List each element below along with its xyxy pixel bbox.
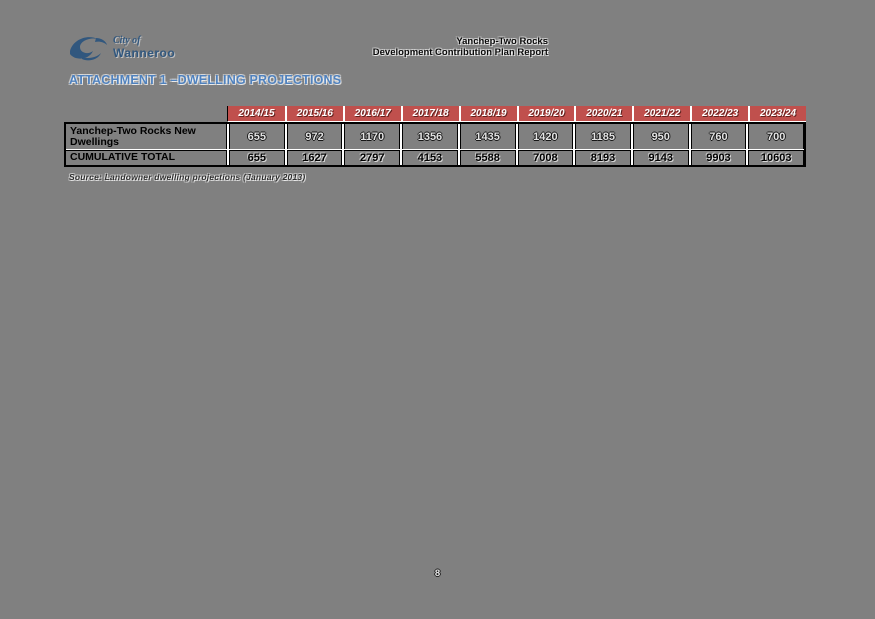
year-header-cell: 2018/19 <box>458 106 517 122</box>
cumulative-total-value-cell: 655 <box>227 149 285 165</box>
table-corner-spacer <box>64 106 227 122</box>
cumulative-total-value-cell: 7008 <box>515 149 574 165</box>
new-dwellings-value-cell: 760 <box>688 124 747 149</box>
year-header-cell: 2019/20 <box>516 106 575 122</box>
logo-city-of: City of <box>113 34 141 46</box>
year-header-cell: 2015/16 <box>284 106 343 122</box>
city-of-wanneroo-logo: City of Wanneroo <box>66 31 175 63</box>
row-label-cell: CUMULATIVE TOTAL <box>66 149 227 165</box>
year-header-cell: 2014/15 <box>227 106 285 122</box>
new-dwellings-value-cell: 1185 <box>573 124 631 149</box>
row-label-cell: Yanchep-Two Rocks New Dwellings <box>66 124 227 149</box>
cumulative-total-value-cell: 4153 <box>400 149 458 165</box>
new-dwellings-value-cell: 950 <box>630 124 689 149</box>
cumulative-total-value-cell: 5588 <box>457 149 516 165</box>
year-header-cell: 2023/24 <box>748 106 806 122</box>
cumulative-total-value-cell: 9903 <box>688 149 747 165</box>
cumulative-total-value-cell: 9143 <box>630 149 689 165</box>
cumulative-total-value-cell: 8193 <box>573 149 631 165</box>
logo-text: City of Wanneroo <box>113 34 176 60</box>
new-dwellings-value-cell: 1435 <box>457 124 516 149</box>
year-header-cell: 2021/22 <box>632 106 691 122</box>
wanneroo-swan-icon <box>70 37 107 61</box>
logo-wanneroo: Wanneroo <box>113 45 176 60</box>
new-dwellings-value-cell: 1170 <box>342 124 400 149</box>
year-header-cell: 2016/17 <box>342 106 401 122</box>
attachment-heading: ATTACHMENT 1 –DWELLING PROJECTIONS <box>69 73 342 87</box>
cumulative-total-value-cell: 2797 <box>342 149 401 165</box>
cumulative-total-value-cell: 1627 <box>284 149 343 165</box>
cumulative-total-value-cell: 10603 <box>746 149 804 165</box>
new-dwellings-value-cell: 655 <box>227 124 285 149</box>
doc-header-line1: Yanchep-Two Rocks <box>456 36 548 47</box>
year-header-cell: 2017/18 <box>400 106 459 122</box>
year-header-cell: 2022/23 <box>690 106 749 122</box>
page-number: 8 <box>434 568 441 579</box>
document-header: Yanchep-Two Rocks Development Contributi… <box>0 36 548 58</box>
source-note: Source: Landowner dwelling projections (… <box>69 172 306 182</box>
new-dwellings-value-cell: 1356 <box>400 124 458 149</box>
new-dwellings-value-cell: 1420 <box>515 124 574 149</box>
new-dwellings-value-cell: 700 <box>746 124 804 149</box>
doc-header-line2: Development Contribution Plan Report <box>372 47 548 58</box>
new-dwellings-value-cell: 972 <box>284 124 343 149</box>
year-header-cell: 2020/21 <box>574 106 633 122</box>
